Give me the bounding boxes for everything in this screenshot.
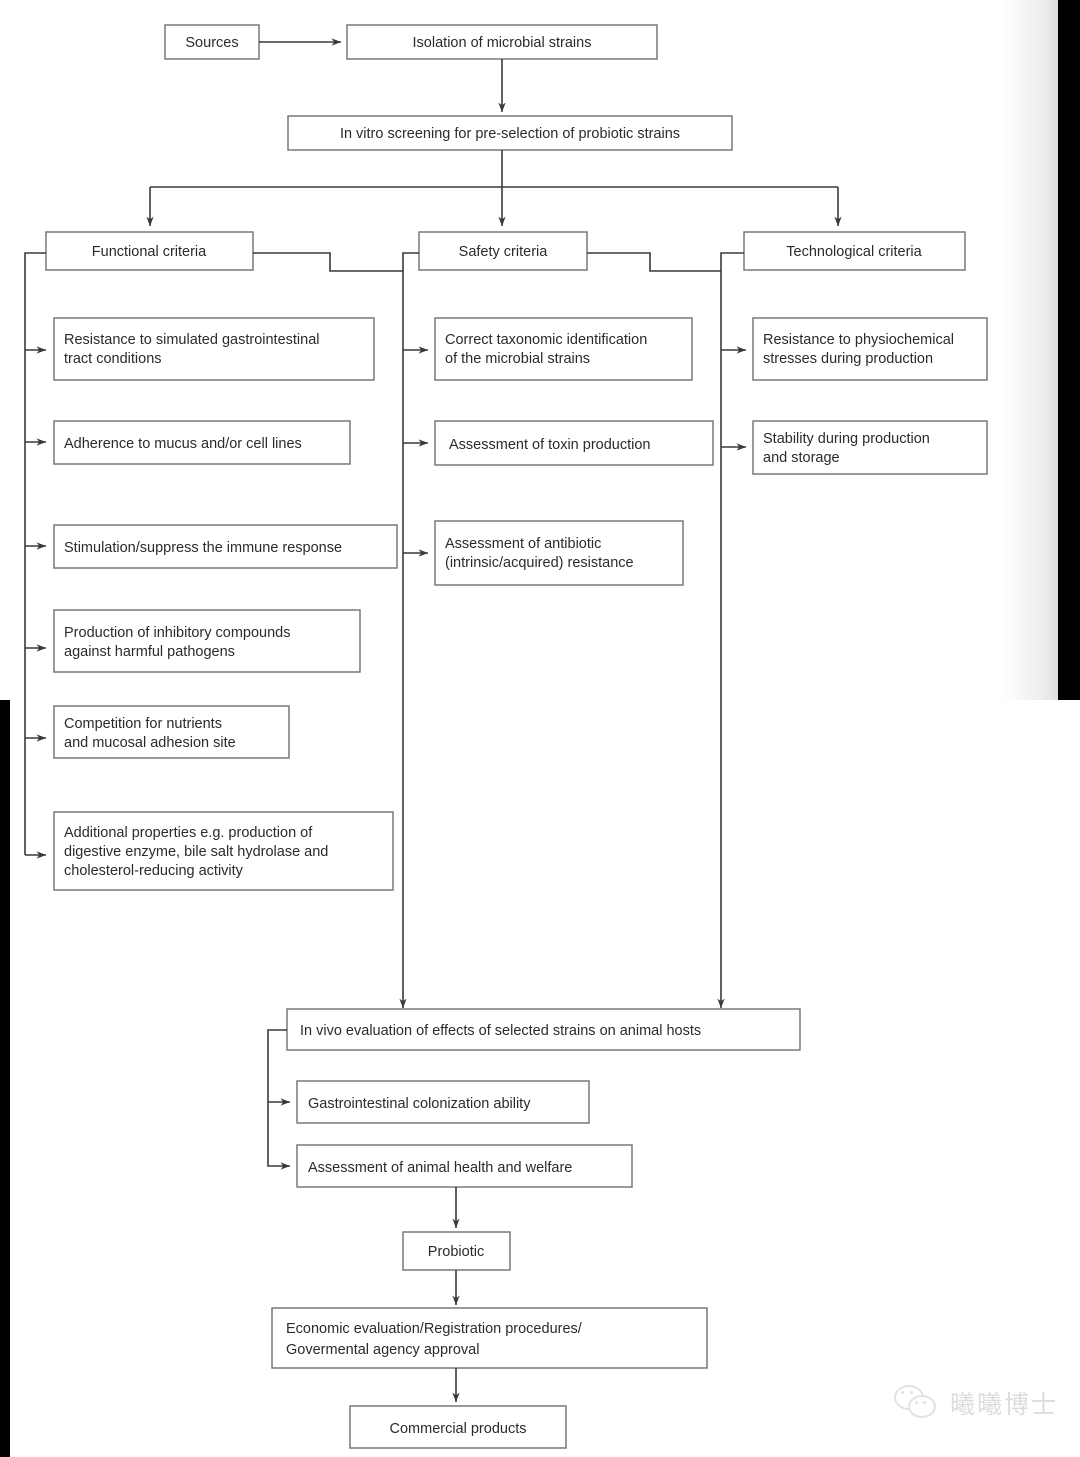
- node-functional-item-2[interactable]: [53, 524, 398, 569]
- node-safety-item-0-label: Correct taxonomic identification of the …: [445, 332, 651, 367]
- node-gi-colonization-label: Gastrointestinal colonization ability: [308, 1096, 531, 1112]
- node-commercial-products-label: Commercial products: [390, 1421, 527, 1437]
- node-safety-criteria-label: Safety criteria: [459, 244, 549, 260]
- left-black-band: [0, 700, 10, 1457]
- node-sources-label: Sources: [185, 35, 238, 51]
- node-safety-item-1-label: Assessment of toxin production: [449, 437, 651, 453]
- node-safety-item-1[interactable]: [434, 420, 714, 466]
- node-functional-item-3[interactable]: [53, 609, 361, 673]
- node-economic[interactable]: [271, 1307, 708, 1369]
- node-safety-item-0[interactable]: [434, 317, 693, 381]
- right-black-band: [1058, 0, 1080, 700]
- node-functional-criteria-label: Functional criteria: [92, 244, 207, 260]
- node-technological-criteria[interactable]: [743, 231, 966, 271]
- node-functional-item-0-label: Resistance to simulated gastrointestinal…: [64, 332, 324, 367]
- node-functional-item-5[interactable]: [53, 811, 394, 891]
- node-commercial-products[interactable]: [349, 1405, 567, 1449]
- node-animal-health-label: Assessment of animal health and welfare: [308, 1160, 572, 1176]
- node-animal-health[interactable]: [296, 1144, 633, 1188]
- wechat-icon: [893, 1385, 940, 1421]
- node-functional-item-4-label: Competition for nutrients and mucosal ad…: [64, 716, 236, 751]
- node-probiotic[interactable]: [402, 1231, 511, 1271]
- node-isolation-label: Isolation of microbial strains: [413, 35, 592, 51]
- node-functional-item-0[interactable]: [53, 317, 375, 381]
- node-functional-criteria[interactable]: [45, 231, 254, 271]
- watermark: 曦曦博士: [893, 1385, 1058, 1421]
- trunk-safety: [399, 252, 419, 1009]
- node-functional-item-5-label: Additional properties e.g. production of…: [64, 825, 332, 879]
- edge-invivo-to-health: [267, 1102, 291, 1170]
- node-probiotic-label: Probiotic: [428, 1244, 484, 1260]
- node-technological-item-1-label: Stability during production and storage: [763, 431, 934, 466]
- node-technological-item-0-label: Resistance to physiochemical stresses du…: [763, 332, 958, 367]
- node-functional-item-1[interactable]: [53, 420, 351, 465]
- node-in-vivo[interactable]: [286, 1008, 801, 1051]
- node-functional-item-3-label: Production of inhibitory compounds again…: [64, 625, 295, 660]
- watermark-text: 曦曦博士: [949, 1390, 1058, 1419]
- node-in-vitro-label: In vitro screening for pre-selection of …: [340, 126, 680, 142]
- node-gi-colonization[interactable]: [296, 1080, 590, 1124]
- node-safety-item-2[interactable]: [434, 520, 684, 586]
- node-technological-item-1[interactable]: [752, 420, 988, 475]
- node-functional-item-1-label: Adherence to mucus and/or cell lines: [64, 436, 302, 452]
- node-safety-criteria[interactable]: [418, 231, 588, 271]
- node-in-vitro-screening[interactable]: [287, 115, 733, 151]
- trunk-functional: [24, 252, 46, 855]
- edge-invivo-branch-trunk: [267, 1029, 287, 1102]
- node-in-vivo-label: In vivo evaluation of effects of selecte…: [300, 1023, 701, 1039]
- edge-safety-to-technological-trunk: [587, 252, 721, 272]
- node-functional-item-4[interactable]: [53, 705, 290, 759]
- node-technological-criteria-label: Technological criteria: [786, 244, 922, 260]
- node-safety-item-2-label: Assessment of antibiotic (intrinsic/acqu…: [445, 536, 634, 571]
- node-sources[interactable]: [164, 24, 260, 60]
- page-edge-shadow: [1000, 0, 1058, 700]
- trunk-technological: [717, 252, 744, 1009]
- edge-functional-to-safety-trunk: [253, 252, 403, 272]
- node-functional-item-2-label: Stimulation/suppress the immune response: [64, 540, 342, 556]
- node-technological-item-0[interactable]: [752, 317, 988, 381]
- node-economic-label: Economic evaluation/Registration procedu…: [286, 1321, 586, 1358]
